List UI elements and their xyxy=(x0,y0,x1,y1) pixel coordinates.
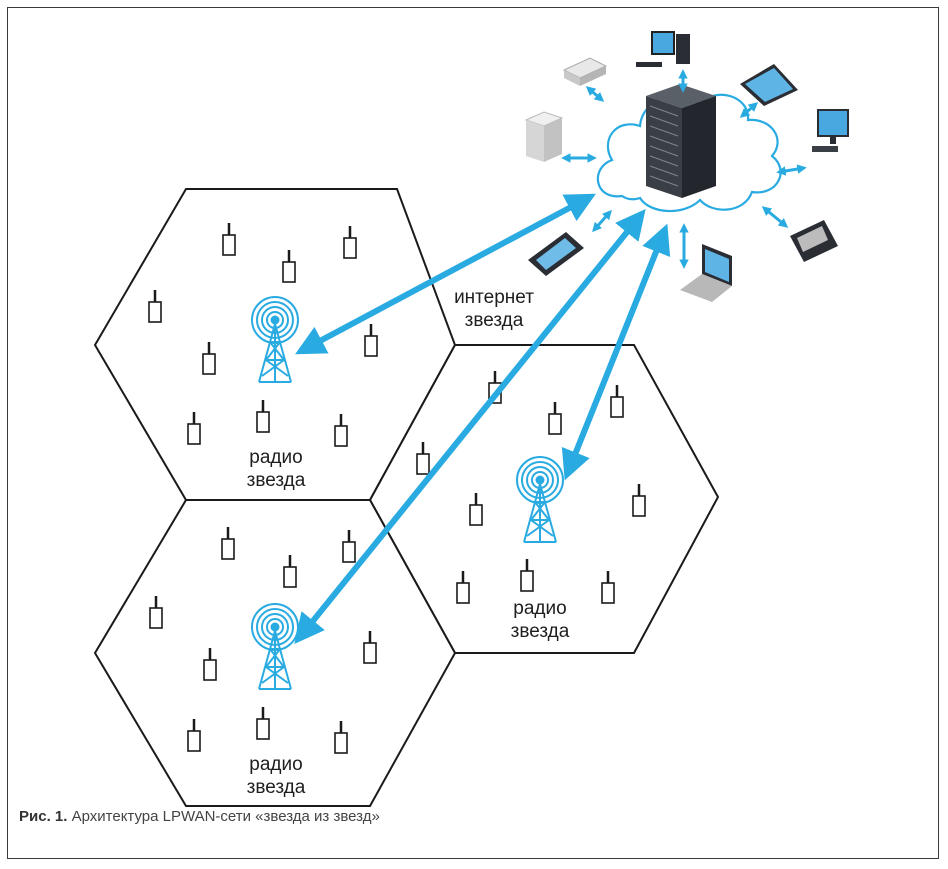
link-arrow xyxy=(592,209,612,233)
link-arrow xyxy=(585,86,605,102)
desktop-computer-icon xyxy=(636,31,690,67)
cell-label-bottom-left-line2: звезда xyxy=(247,777,306,798)
smartphone-icon xyxy=(528,232,584,276)
backhaul-links xyxy=(294,193,671,645)
cell-label-bottom-left-line1: радио xyxy=(249,754,302,775)
router-icon xyxy=(562,57,608,86)
laptop-icon xyxy=(680,244,732,302)
figure-frame xyxy=(7,7,939,859)
tablet-icon xyxy=(740,64,798,106)
storage-icon xyxy=(524,111,564,162)
server-rack-icon xyxy=(646,84,716,198)
backhaul-arrow-right xyxy=(561,223,671,481)
cell-label-top-left-line2: звезда xyxy=(247,470,306,491)
figure-caption: Рис. 1. Архитектура LPWAN-сети «звезда и… xyxy=(19,808,380,825)
link-arrow xyxy=(776,164,807,176)
smartphone-icon xyxy=(790,220,838,262)
cell-label-right-line1: радио xyxy=(513,598,566,619)
link-arrow xyxy=(739,102,759,118)
caption-text: Архитектура LPWAN-сети «звезда из звезд» xyxy=(67,808,380,825)
link-arrow xyxy=(761,206,789,228)
monitor-icon xyxy=(812,109,849,152)
cell-label-right-line2: звезда xyxy=(511,621,570,642)
cell-label-top-left-line1: радио xyxy=(249,447,302,468)
caption-prefix: Рис. 1. xyxy=(19,808,68,825)
internet-label-line2: звезда xyxy=(465,310,524,331)
internet-label-line1: интернет xyxy=(454,287,534,308)
